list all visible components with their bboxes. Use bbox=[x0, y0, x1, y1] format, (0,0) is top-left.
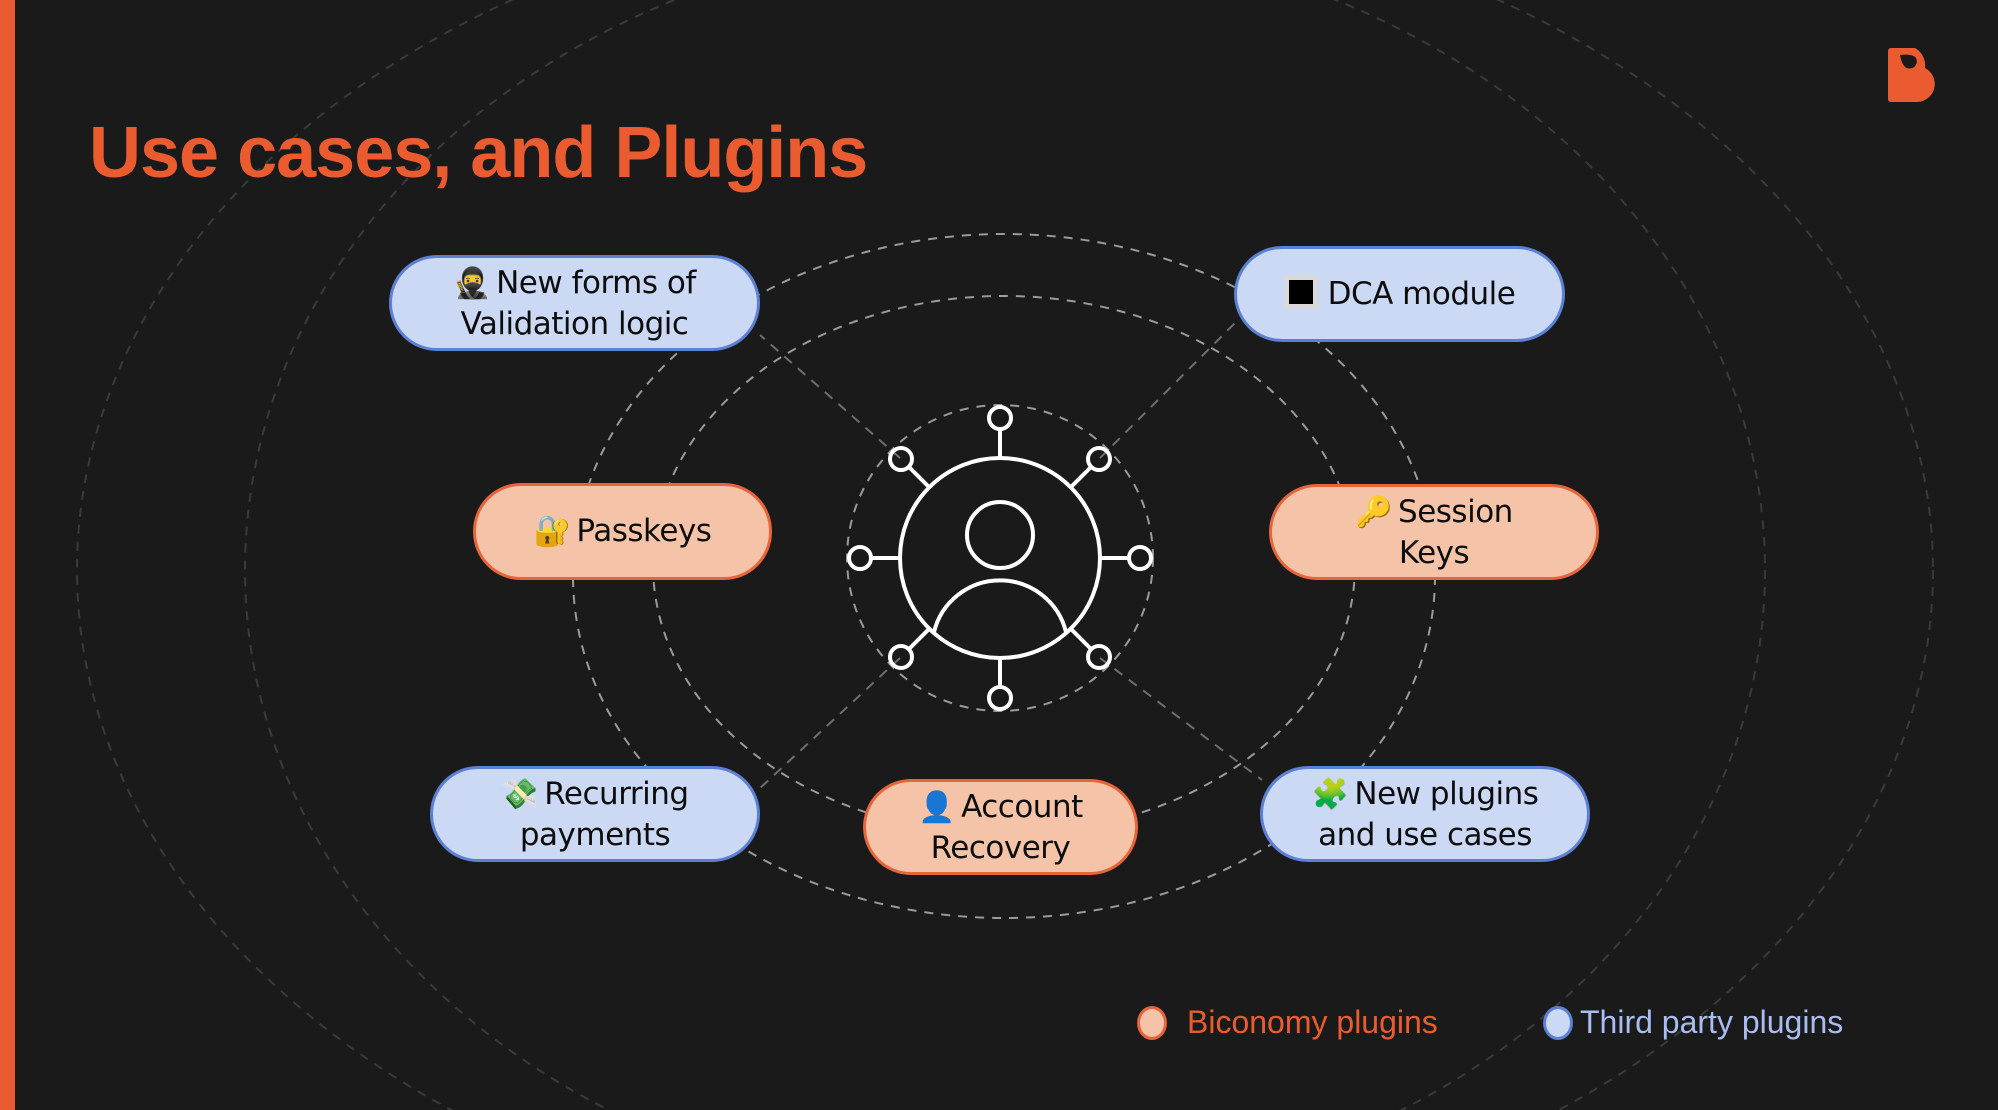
legend-label: Biconomy plugins bbox=[1187, 1004, 1438, 1040]
accent-bar bbox=[0, 0, 15, 1110]
icon-outer-circle bbox=[898, 456, 1102, 660]
plugin-passkeys: 🔐Passkeys bbox=[473, 483, 772, 580]
legend-label: Third party plugins bbox=[1580, 1004, 1844, 1040]
black-square-icon bbox=[1283, 275, 1318, 309]
money-with-wings-icon: 💸 bbox=[501, 776, 539, 812]
plugin-label-line1: New forms of bbox=[496, 264, 696, 301]
ring-outer bbox=[244, 0, 1766, 1110]
bust-silhouette-icon: 👤 bbox=[918, 789, 956, 825]
biconomy-logo-icon bbox=[1888, 48, 1935, 102]
plugin-label-line1: Passkeys bbox=[576, 513, 712, 549]
plugin-label-line1: Recurring bbox=[544, 775, 689, 812]
plugin-dca-module: DCA module bbox=[1234, 246, 1565, 342]
puzzle-piece-icon: 🧩 bbox=[1311, 776, 1349, 812]
legend-biconomy: Biconomy plugins bbox=[1137, 1004, 1438, 1041]
icon-node-spoke bbox=[1069, 627, 1092, 650]
icon-node bbox=[1085, 446, 1112, 473]
icon-head bbox=[965, 500, 1035, 570]
icon-node bbox=[987, 685, 1013, 711]
connector-recurring bbox=[757, 657, 901, 791]
key-icon: 🔑 bbox=[1355, 494, 1393, 530]
plugin-new-plugins: 🧩New plugins and use cases bbox=[1260, 766, 1590, 862]
legend-dot-third-party-icon bbox=[1543, 1005, 1573, 1040]
icon-node bbox=[987, 405, 1013, 431]
icon-node-spoke bbox=[1069, 466, 1092, 489]
plugin-recurring-payments: 💸Recurring payments bbox=[430, 766, 760, 862]
plugin-label-line2: and use cases bbox=[1318, 816, 1532, 853]
slide-title: Use cases, and Plugins bbox=[89, 113, 868, 193]
connector-new-plugins bbox=[1099, 657, 1263, 781]
plugin-label-line2: Recovery bbox=[930, 829, 1071, 866]
icon-node-spoke bbox=[908, 466, 931, 489]
connector-validation bbox=[759, 334, 901, 459]
plugin-label-line1: Session bbox=[1398, 493, 1513, 530]
plugin-label-line2: payments bbox=[519, 816, 671, 853]
lock-with-key-icon: 🔐 bbox=[533, 514, 571, 549]
legend-third-party: Third party plugins bbox=[1543, 1004, 1843, 1041]
icon-body bbox=[932, 578, 1068, 633]
plugin-label-line1: DCA module bbox=[1327, 276, 1516, 312]
ring-outermost bbox=[76, 0, 1934, 1110]
plugin-label-line2: Validation logic bbox=[460, 305, 689, 342]
icon-node bbox=[1127, 545, 1153, 571]
plugin-session-keys: 🔑Session Keys bbox=[1269, 484, 1599, 580]
icon-node bbox=[1085, 643, 1112, 670]
icon-node bbox=[847, 545, 873, 571]
plugin-label-line1: Account bbox=[961, 788, 1083, 825]
plugin-label-line2: Keys bbox=[1398, 534, 1470, 571]
plugin-account-recovery: 👤Account Recovery bbox=[863, 779, 1138, 875]
plugin-label-line1: New plugins bbox=[1354, 775, 1539, 812]
icon-node bbox=[888, 446, 915, 473]
plugin-validation-logic: 🥷New forms of Validation logic bbox=[389, 255, 760, 351]
icon-node-spoke bbox=[908, 627, 931, 650]
connector-dca bbox=[1099, 317, 1241, 459]
icon-node bbox=[888, 643, 915, 670]
user-network-icon bbox=[847, 405, 1153, 711]
legend-dot-biconomy-icon bbox=[1137, 1005, 1167, 1040]
ninja-icon: 🥷 bbox=[453, 265, 491, 301]
